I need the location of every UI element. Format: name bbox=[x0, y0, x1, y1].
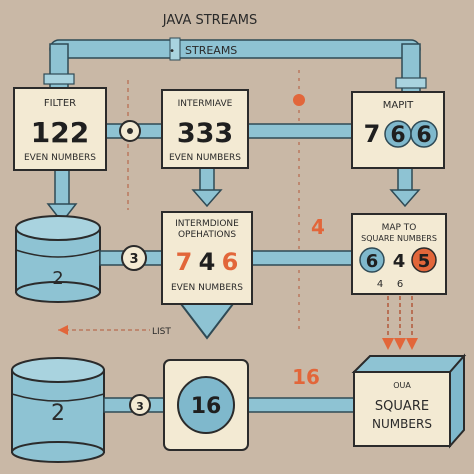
svg-text:3: 3 bbox=[129, 252, 138, 267]
intermediate-caption: EVEN NUMBERS bbox=[169, 153, 241, 163]
orange-4-label: 4 bbox=[311, 215, 325, 239]
filter-caption: EVEN NUMBERS bbox=[24, 153, 96, 163]
list-label: LIST bbox=[152, 327, 171, 337]
lower-tank-value: 2 bbox=[51, 401, 65, 426]
map-top-digit-1: 7 bbox=[364, 120, 381, 148]
down-pipes bbox=[46, 167, 421, 224]
map-square-digit-3: 5 bbox=[418, 251, 431, 272]
operations-digit-3: 6 bbox=[222, 248, 239, 276]
orange-16-label: 16 bbox=[292, 365, 320, 389]
pipe-label: STREAMS bbox=[185, 44, 237, 57]
map-top-digit-2: 6 bbox=[390, 123, 405, 148]
upper-tank: 2 bbox=[15, 215, 101, 303]
pipe-label-bullet: • bbox=[169, 46, 175, 57]
connector-node-3-upper: 3 bbox=[121, 245, 147, 271]
list-arrow bbox=[58, 325, 150, 335]
map-square-sub-1: 4 bbox=[377, 279, 383, 290]
result-circle-box: 16 bbox=[163, 359, 249, 451]
result-small-text: OUA bbox=[393, 381, 411, 390]
operations-digit-2: 4 bbox=[199, 248, 216, 276]
result-line-1: SQUARE bbox=[375, 399, 429, 414]
top-pipe bbox=[43, 37, 427, 95]
connector-node-1 bbox=[119, 120, 141, 142]
filter-title: FILTER bbox=[44, 98, 76, 109]
operations-caption: EVEN NUMBERS bbox=[171, 283, 243, 293]
result-line-2: NUMBERS bbox=[372, 417, 432, 431]
intermediate-title: INTERMIAVE bbox=[178, 99, 233, 109]
filter-digits: 122 bbox=[31, 116, 89, 149]
intermediate-box: INTERMIAVE 333 EVEN NUMBERS bbox=[161, 89, 249, 169]
operations-box: INTERMDIONE OPEHATIONS 7 4 6 EVEN NUMBER… bbox=[161, 211, 253, 340]
operations-title-2: OPEHATIONS bbox=[178, 230, 236, 240]
map-square-title-2: SQUARE NUMBERS bbox=[361, 234, 437, 243]
operations-title-1: INTERMDIONE bbox=[175, 219, 239, 229]
intermediate-digits: 333 bbox=[177, 118, 233, 149]
map-top-digit-3: 6 bbox=[416, 123, 431, 148]
svg-text:3: 3 bbox=[136, 400, 144, 413]
upper-tank-value: 2 bbox=[52, 268, 63, 289]
map-square-box: MAP TO SQUARE NUMBERS 6 4 5 4 6 bbox=[351, 213, 447, 295]
center-circle-value: 16 bbox=[191, 394, 222, 419]
lower-tank: 2 bbox=[11, 357, 105, 463]
orange-dot bbox=[293, 94, 305, 106]
map-square-digit-2: 4 bbox=[393, 251, 406, 272]
map-top-title: MAPIT bbox=[383, 100, 414, 111]
result-box: OUA SQUARE NUMBERS bbox=[351, 353, 467, 449]
map-to-result-arrows bbox=[382, 296, 418, 350]
map-square-sub-2: 6 bbox=[397, 279, 403, 290]
connector-node-3-lower: 3 bbox=[129, 394, 151, 416]
map-square-digit-1: 6 bbox=[366, 251, 379, 272]
operations-digit-1: 7 bbox=[176, 248, 193, 276]
map-square-title-1: MAP TO bbox=[382, 223, 417, 233]
map-top-box: MAPIT 7 6 6 bbox=[351, 91, 445, 169]
filter-box: FILTER 122 EVEN NUMBERS bbox=[13, 87, 107, 171]
diagram-title: JAVA STREAMS bbox=[162, 13, 258, 28]
